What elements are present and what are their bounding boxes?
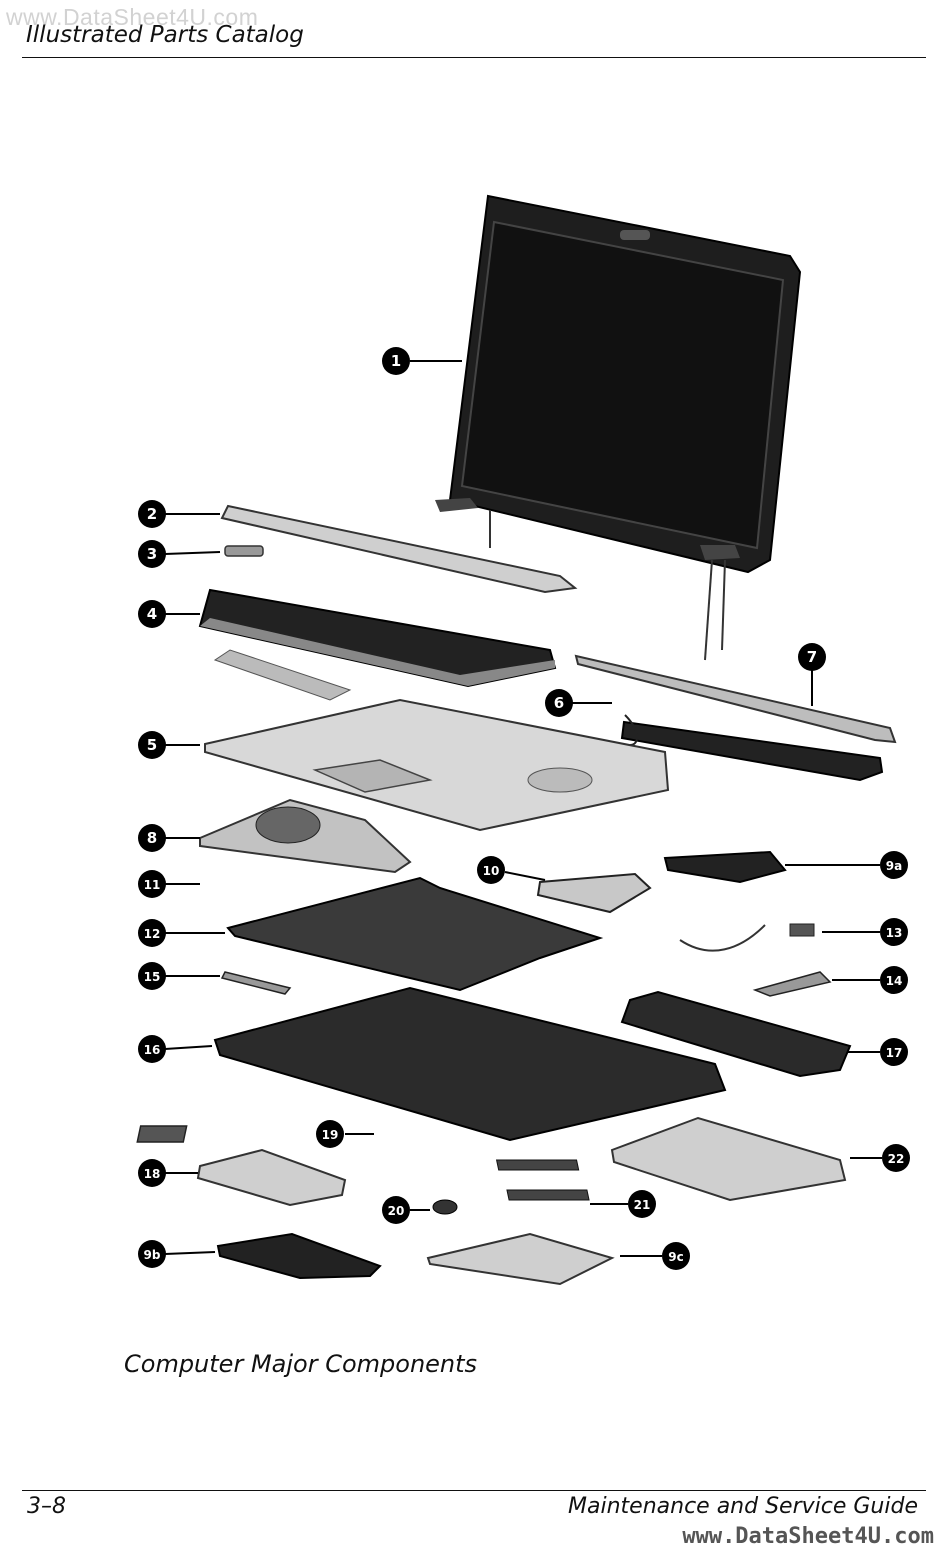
page-number: 3–8 (27, 1494, 66, 1519)
svg-text:9a: 9a (886, 859, 902, 873)
svg-text:9c: 9c (668, 1250, 683, 1264)
led-board (224, 545, 264, 557)
svg-text:13: 13 (886, 926, 903, 940)
svg-text:14: 14 (886, 974, 903, 988)
callout-9b: 9b (138, 1240, 166, 1268)
svg-text:1: 1 (391, 352, 401, 370)
optical-drive (610, 1116, 847, 1202)
svg-text:20: 20 (388, 1204, 405, 1218)
callout-21: 21 (628, 1190, 656, 1218)
callout-9a: 9a (880, 851, 908, 879)
callouts: 1 2 3 4 5 6 7 8 9a 9b 9c 10 11 12 13 14 … (138, 347, 910, 1270)
callout-3: 3 (138, 540, 166, 568)
callout-20: 20 (382, 1196, 410, 1224)
wlan-module (136, 1125, 188, 1143)
footer-rule (22, 1490, 926, 1491)
svg-text:7: 7 (807, 648, 817, 666)
svg-text:12: 12 (144, 927, 161, 941)
fan-heatsink (199, 798, 412, 874)
system-board (226, 876, 604, 992)
svg-text:17: 17 (886, 1046, 903, 1060)
callout-5: 5 (138, 731, 166, 759)
power-connector (752, 971, 832, 997)
top-cover (204, 698, 670, 832)
callout-11: 11 (138, 870, 166, 898)
callout-8: 8 (138, 824, 166, 852)
keyboard (198, 588, 557, 701)
audio-board (220, 971, 292, 995)
switch-cover (220, 504, 578, 594)
figure-caption: Computer Major Components (124, 1350, 478, 1378)
svg-text:11: 11 (144, 878, 161, 892)
hinge-cover (574, 654, 897, 744)
cover-9c (426, 1232, 615, 1286)
callout-13: 13 (880, 918, 908, 946)
guide-title: Maintenance and Service Guide (568, 1494, 918, 1519)
svg-text:18: 18 (144, 1167, 161, 1181)
svg-text:16: 16 (144, 1043, 161, 1057)
bluetooth-module (679, 923, 815, 952)
battery (620, 990, 852, 1078)
svg-text:9b: 9b (144, 1248, 161, 1262)
hard-drive (196, 1148, 347, 1207)
callout-9c: 9c (662, 1242, 690, 1270)
callout-19: 19 (316, 1120, 344, 1148)
svg-text:4: 4 (147, 605, 157, 623)
expresscard-assembly (536, 872, 652, 914)
svg-text:10: 10 (483, 864, 500, 878)
callout-16: 16 (138, 1035, 166, 1063)
callout-10: 10 (477, 856, 505, 884)
base-enclosure (213, 986, 727, 1142)
watermark-top: www.DataSheet4U.com (6, 4, 259, 30)
svg-text:6: 6 (554, 694, 564, 712)
callout-4: 4 (138, 600, 166, 628)
callout-14: 14 (880, 966, 908, 994)
callout-17: 17 (880, 1038, 908, 1066)
callout-22: 22 (882, 1144, 910, 1172)
svg-text:21: 21 (634, 1198, 651, 1212)
callout-2: 2 (138, 500, 166, 528)
callout-6: 6 (545, 689, 573, 717)
svg-text:5: 5 (147, 736, 157, 754)
callout-18: 18 (138, 1159, 166, 1187)
leader-lines (164, 360, 882, 1257)
watermark-bottom: www.DataSheet4U.com (682, 1524, 934, 1549)
svg-text:3: 3 (147, 545, 157, 563)
rtc-battery (432, 1199, 458, 1215)
callout-1: 1 (382, 347, 410, 375)
callout-12: 12 (138, 919, 166, 947)
header-title: Illustrated Parts Catalog (26, 22, 304, 48)
callout-15: 15 (138, 962, 166, 990)
memory-modules (495, 1159, 590, 1201)
svg-text:15: 15 (144, 970, 161, 984)
display-assembly (435, 194, 802, 661)
cover-9a (663, 850, 787, 884)
header-rule (22, 57, 926, 58)
svg-text:2: 2 (147, 505, 157, 523)
svg-text:19: 19 (322, 1128, 339, 1142)
svg-text:22: 22 (888, 1152, 905, 1166)
callout-7: 7 (798, 643, 826, 671)
svg-text:8: 8 (147, 829, 157, 847)
cover-9b (216, 1232, 382, 1280)
